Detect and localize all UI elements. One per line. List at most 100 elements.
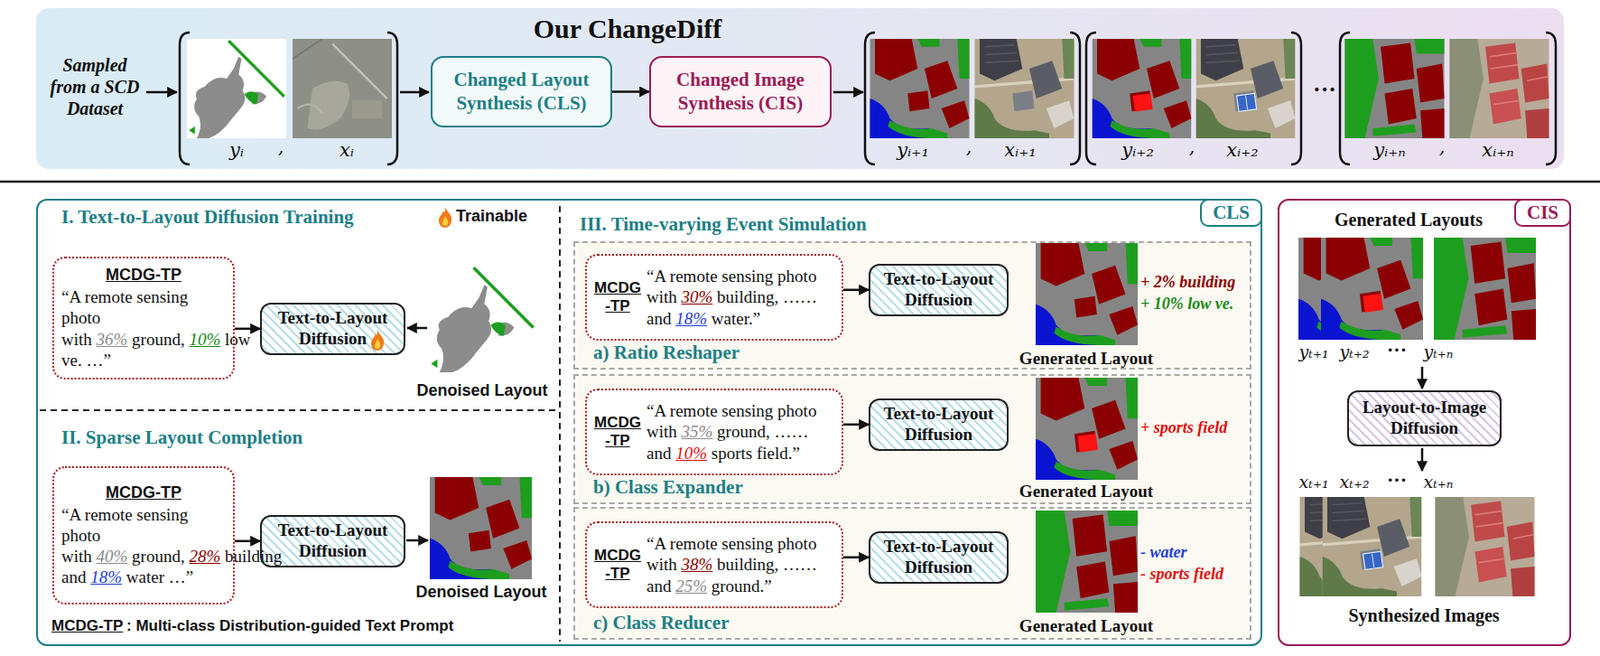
illustration-part — [1345, 38, 1445, 139]
ratio-value: 25% — [675, 576, 707, 596]
change-note: + sports field — [1140, 418, 1228, 438]
prompt-tag: MCDG -TP — [594, 413, 642, 449]
illustration-part — [186, 38, 287, 139]
prompt-box: MCDG -TP“A remote sensing photo with38%b… — [585, 520, 844, 608]
event-title: a) Ratio Reshaper — [593, 341, 740, 364]
divider-line — [0, 180, 1600, 184]
image-caption: Denoised Layout — [415, 582, 547, 602]
separator: , — [1189, 135, 1196, 158]
illustration-part — [438, 206, 452, 228]
diffusion-box: Text-to-Layout Diffusion — [260, 514, 406, 568]
ratio-value: 28% — [188, 546, 221, 566]
illustration-part — [292, 38, 392, 139]
prompt-text: ground, — [131, 546, 186, 566]
ellipsis: ··· — [1386, 337, 1407, 362]
node-label: Text-to-Layout Diffusion — [877, 269, 1000, 311]
stage-section: I. Text-to-Layout Diffusion TrainingMCDG… — [37, 200, 560, 410]
illustration-part — [1421, 366, 1424, 389]
panel-tab: CIS — [1514, 198, 1572, 227]
illustration-part — [406, 539, 428, 542]
illustration-part — [400, 91, 429, 94]
event-title: b) Class Expander — [593, 475, 744, 499]
image-caption: Generated Layout — [1019, 615, 1154, 636]
illustration-part — [1433, 237, 1536, 340]
banner-background — [36, 8, 1564, 169]
prompt-box: MCDG -TP“A remote sensing photo with30%b… — [585, 253, 844, 341]
illustration-part — [428, 265, 536, 373]
flow-arrow — [146, 92, 1423, 555]
flow-connector — [612, 90, 650, 94]
illustration-part — [1435, 496, 1535, 596]
flame-icon — [438, 206, 452, 228]
prompt-body: “A remote sensing photo with40%ground,28… — [61, 503, 226, 588]
illustration-part — [1450, 38, 1550, 139]
node-label: Text-to-Layout Diffusion — [269, 520, 397, 562]
illustration-part — [573, 373, 1252, 504]
variable-label: yᵢ — [229, 139, 244, 161]
image-caption: Denoised Layout — [416, 381, 548, 400]
change-note: - sports field — [1140, 564, 1224, 584]
prompt-tag: MCDG -TP — [594, 279, 642, 315]
prompt-body: “A remote sensing photo with30%building,… — [646, 265, 835, 329]
flow-connector — [843, 556, 869, 559]
variable-label: yᵢ₊₂ — [1121, 139, 1154, 161]
illustration-part — [429, 476, 532, 579]
separator: , — [1439, 135, 1446, 158]
illustration-part — [146, 91, 177, 94]
illustration-part — [1092, 38, 1192, 139]
illustration-part — [442, 215, 448, 226]
prompt-box: MCDG-TP“A remote sensing photo with36%gr… — [52, 256, 235, 380]
node-label: Changed Layout Synthesis (CLS) — [441, 68, 602, 114]
ratio-value: 10% — [675, 443, 707, 463]
stage-section: II. Sparse Layout CompletionMCDG-TP“A re… — [37, 409, 560, 644]
prompt-text: sports field.” — [711, 443, 800, 463]
illustration-part — [975, 38, 1075, 139]
variable-label: xₜ₊ₙ — [1423, 471, 1453, 492]
illustration-part — [371, 329, 384, 351]
illustration-part — [39, 409, 560, 411]
layout-thumbnail — [428, 237, 1536, 613]
illustration-part — [573, 506, 1252, 640]
legend-label: Trainable — [455, 206, 528, 226]
prompt-text: ground, — [131, 329, 186, 349]
variable-label: xᵢ — [339, 139, 354, 161]
node-label: Text-to-Layout Diffusion — [877, 536, 1000, 578]
node-label: Layout-to-Image Diffusion — [1356, 397, 1493, 439]
section-divider — [39, 205, 560, 642]
illustration-part — [1035, 242, 1138, 345]
section-title: I. Text-to-Layout Diffusion Training — [61, 205, 354, 229]
banner-title: Our ChangeDiff — [533, 13, 723, 45]
prompt-tag: MCDG-TP — [105, 265, 182, 285]
flow-connector — [234, 539, 261, 543]
ratio-value: 10% — [188, 329, 221, 349]
separator: , — [278, 135, 285, 158]
prompt-box: MCDG-TP“A remote sensing photo with40%gr… — [52, 465, 235, 605]
illustration-part — [1196, 38, 1296, 139]
illustration-part — [1035, 510, 1138, 613]
ellipsis: ··· — [1312, 75, 1337, 103]
prompt-text: ground.” — [711, 576, 773, 596]
ratio-value: 40% — [96, 546, 129, 566]
image-caption: Generated Layout — [1019, 348, 1154, 369]
image-caption: Generated Layout — [1019, 481, 1154, 502]
prompt-tag: MCDG-TP — [105, 483, 182, 503]
footnote-term: MCDG-TP — [51, 616, 123, 635]
variable-label: xᵢ₊ₙ — [1481, 139, 1515, 161]
illustration-part — [573, 241, 1252, 370]
diffusion-box: Text-to-Layout Diffusion — [260, 302, 406, 355]
prompt-text: water.” — [711, 308, 761, 328]
diffusion-box: Text-to-Layout Diffusion — [868, 530, 1009, 584]
prompt-body: “A remote sensing photo with38%building,… — [646, 532, 835, 596]
variable-label: yᵢ₊ₙ — [1373, 139, 1406, 161]
flow-connector — [843, 288, 869, 292]
ratio-value: 18% — [675, 308, 707, 328]
illustration-part — [1320, 237, 1424, 340]
group-heading: Generated Layouts — [1334, 209, 1483, 231]
ratio-value: 38% — [681, 554, 714, 574]
illustration-part — [870, 38, 970, 139]
variable-label: xᵢ₊₂ — [1226, 139, 1259, 161]
thumbnail — [186, 38, 1550, 139]
module-panel: CIS Layout-to-Image Diffusion — [1277, 198, 1572, 646]
variable-label: yₜ₊ₙ — [1423, 341, 1453, 362]
illustration-part — [1421, 447, 1424, 471]
